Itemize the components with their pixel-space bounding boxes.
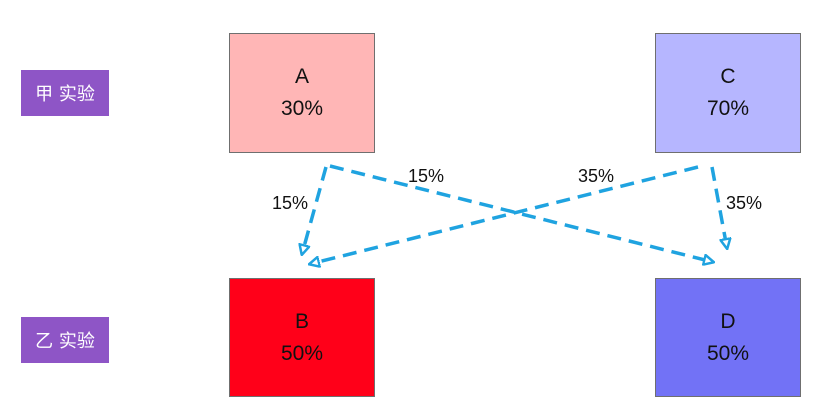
node-c-name: C — [720, 65, 736, 88]
node-d-name: D — [720, 309, 736, 333]
node-d: D 50% — [655, 278, 801, 397]
edge-c-to-d — [710, 166, 727, 248]
edge-a-to-b-label: 15% — [272, 193, 308, 213]
group-label-bottom: 乙 实验 — [21, 317, 109, 363]
node-b: B 50% — [229, 278, 375, 397]
node-a: A 30% — [229, 33, 375, 153]
edge-c-to-b-label: 35% — [578, 166, 614, 186]
edge-a-to-d — [329, 164, 713, 262]
node-a-value: 30% — [280, 97, 324, 120]
node-c-value: 70% — [706, 97, 750, 120]
group-label-top: 甲 实验 — [21, 70, 109, 116]
node-d-value: 50% — [706, 341, 750, 365]
edge-a-to-b — [302, 166, 328, 254]
node-b-value: 50% — [280, 341, 324, 365]
edge-c-to-d-label: 35% — [726, 193, 762, 213]
edge-a-to-d-label: 15% — [408, 166, 444, 186]
node-a-name: A — [294, 65, 309, 88]
node-b-name: B — [294, 309, 309, 333]
node-c: C 70% — [655, 33, 801, 153]
edge-c-to-b — [310, 165, 699, 264]
